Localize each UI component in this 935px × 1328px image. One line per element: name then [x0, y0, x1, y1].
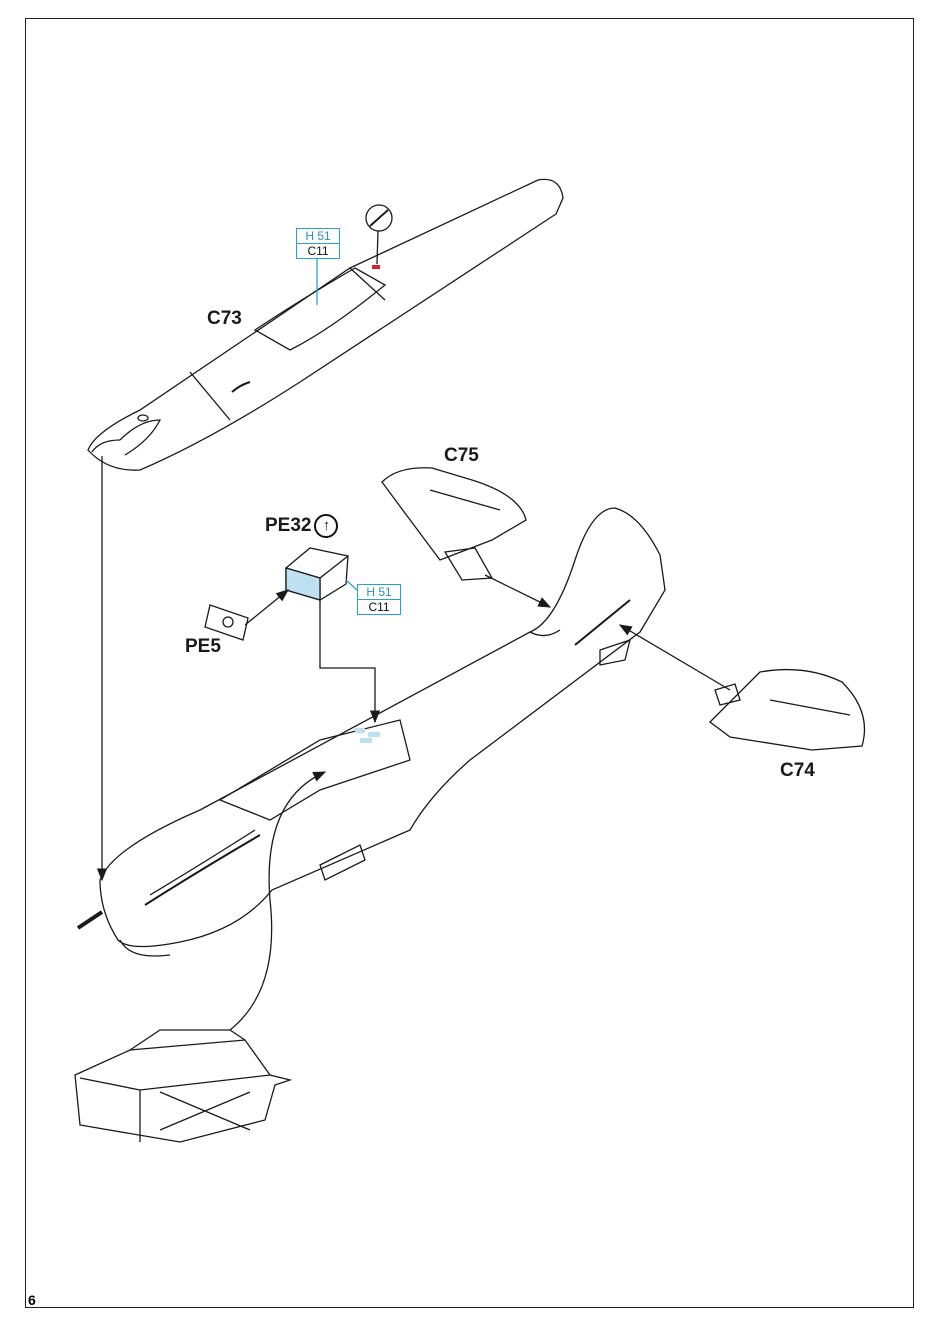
upper-fuselage-part-c73 — [87, 178, 564, 471]
page-frame — [25, 18, 914, 1308]
stabilizer-c75 — [381, 467, 527, 581]
page-number: 6 — [28, 1292, 36, 1308]
part-label-pe32: PE32↑ — [265, 514, 339, 538]
assembly-arrow — [319, 600, 381, 724]
part-label-c74: C74 — [780, 760, 815, 781]
assembly-arrow — [244, 589, 290, 626]
paint-code: H 51 — [297, 229, 339, 244]
stabilizer-c74 — [709, 668, 866, 751]
part-label-pe5: PE5 — [185, 636, 221, 657]
assembly-arrow — [618, 624, 731, 691]
pe32-label-text: PE32 — [265, 515, 312, 537]
paint-code: H 51 — [358, 585, 400, 600]
part-label-c75: C75 — [444, 445, 479, 466]
assembly-arrow — [484, 574, 552, 608]
cockpit-frame — [74, 1029, 293, 1143]
photoetch-panel-pe5 — [204, 604, 249, 641]
cut-mark — [372, 265, 380, 269]
paint-callout: H 51 C11 — [357, 584, 401, 615]
assembly-arrow — [229, 771, 327, 1031]
bend-up-arrow-icon: ↑ — [314, 514, 339, 538]
main-fuselage — [76, 507, 666, 957]
paint-callout: H 51 C11 — [296, 228, 340, 259]
part-label-c73: C73 — [207, 308, 242, 329]
color-code: C11 — [368, 600, 390, 614]
color-code: C11 — [307, 244, 329, 258]
photoetch-box-pe32 — [285, 547, 358, 601]
cut-detail-knife-icon — [365, 204, 393, 265]
